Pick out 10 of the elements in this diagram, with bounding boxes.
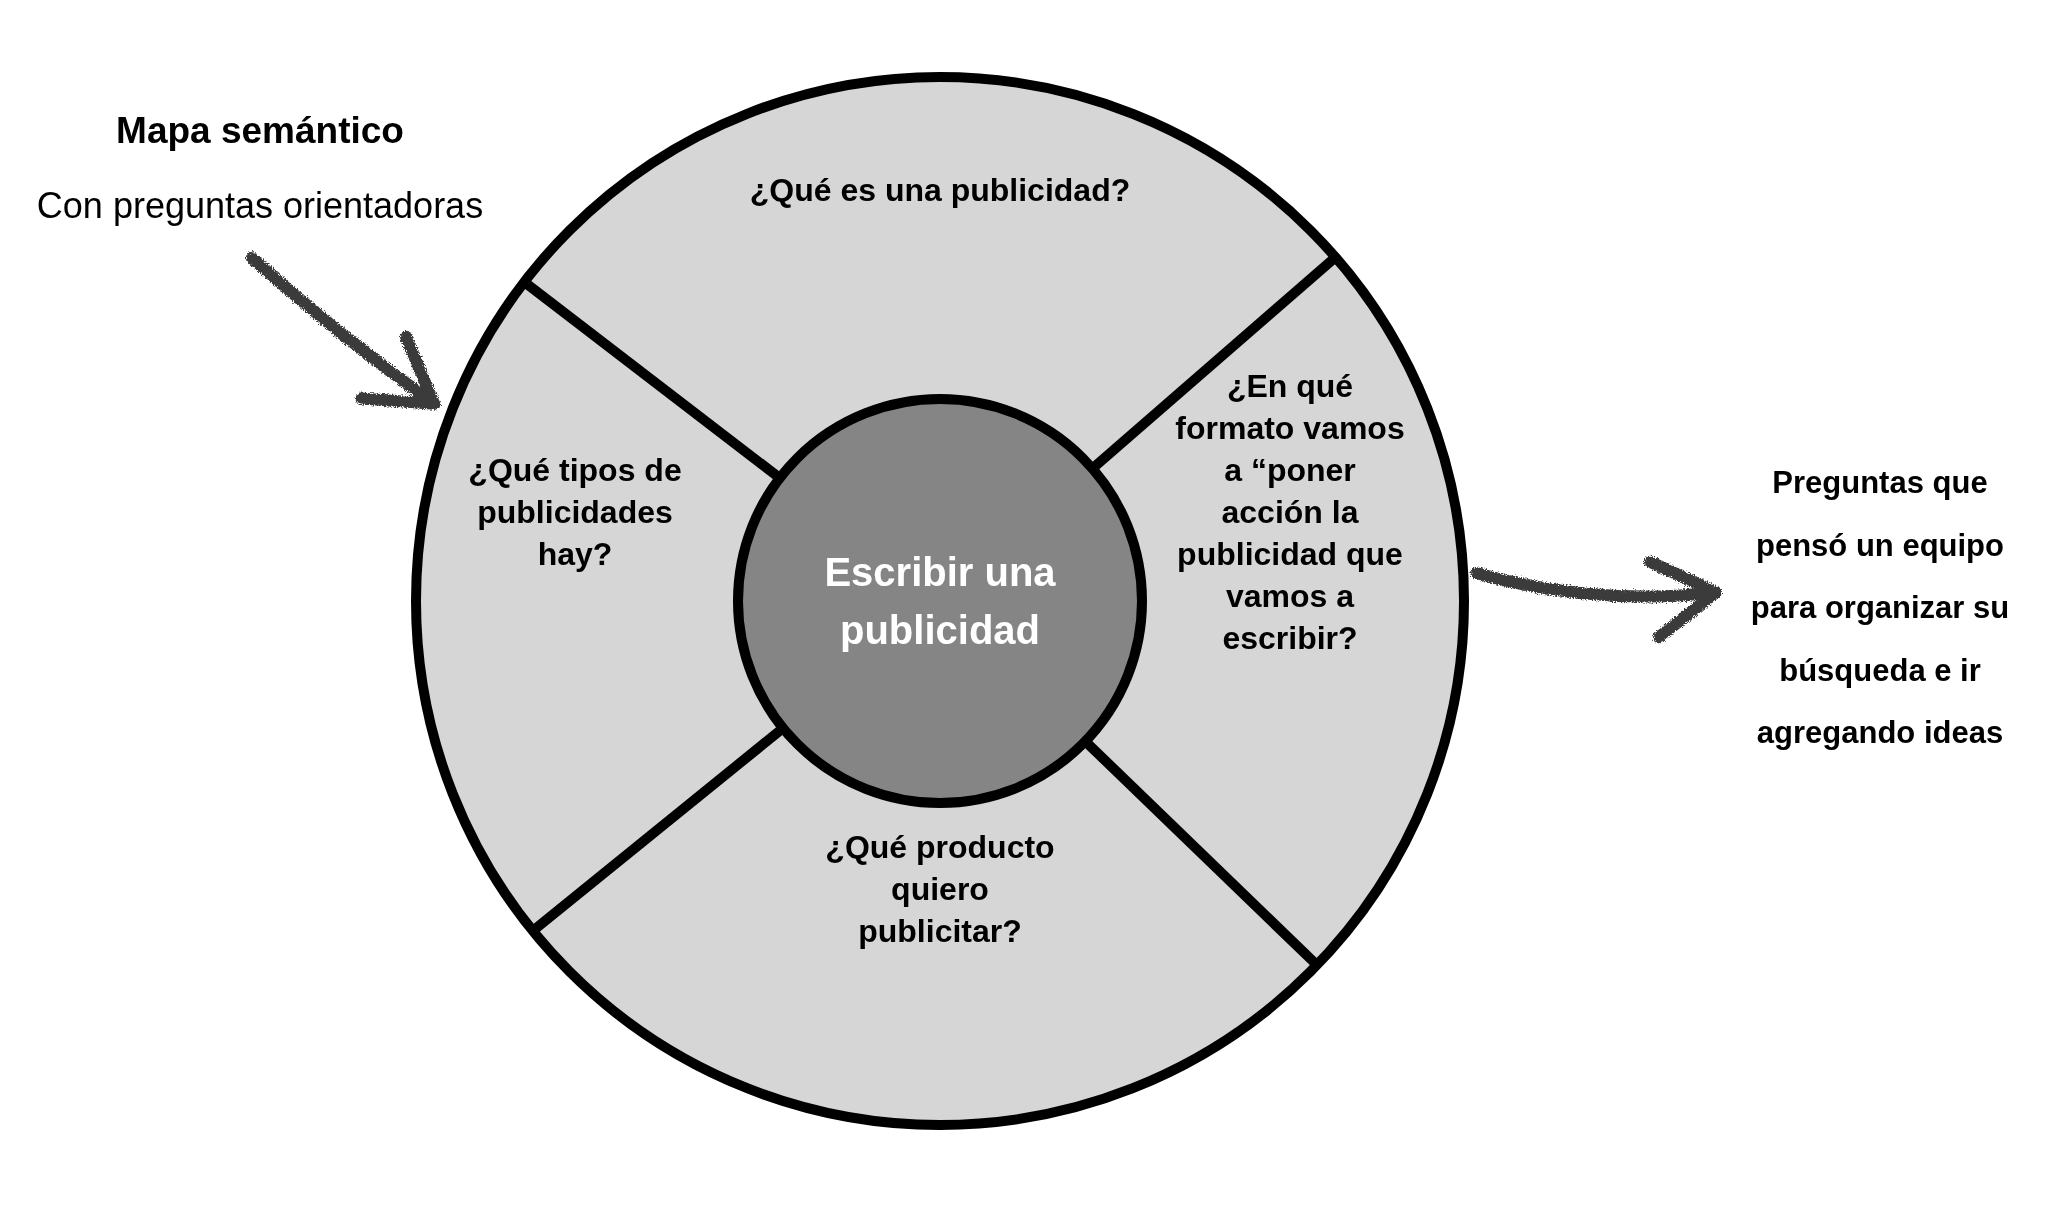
arrow (1470, 554, 1722, 643)
map-subtitle: Con preguntas orientadoras (36, 184, 484, 228)
center-text: Escribir una publicidad (823, 549, 1057, 654)
sector-question: ¿Qué es una publicidad? (748, 171, 1132, 210)
sector-question: ¿En qué formato vamos a “poner acción la publicidad que vamos a escribir? (1174, 367, 1406, 658)
arrow (245, 252, 441, 410)
sector-question: ¿Qué producto quiero publicitar? (824, 828, 1056, 951)
side-note: Preguntas que pensó un equipo para organizar su búsqueda e ir agregando ideas (1749, 464, 2011, 752)
sector-question: ¿Qué tipos de publicidades hay? (467, 451, 683, 574)
map-title: Mapa semántico (116, 109, 404, 153)
